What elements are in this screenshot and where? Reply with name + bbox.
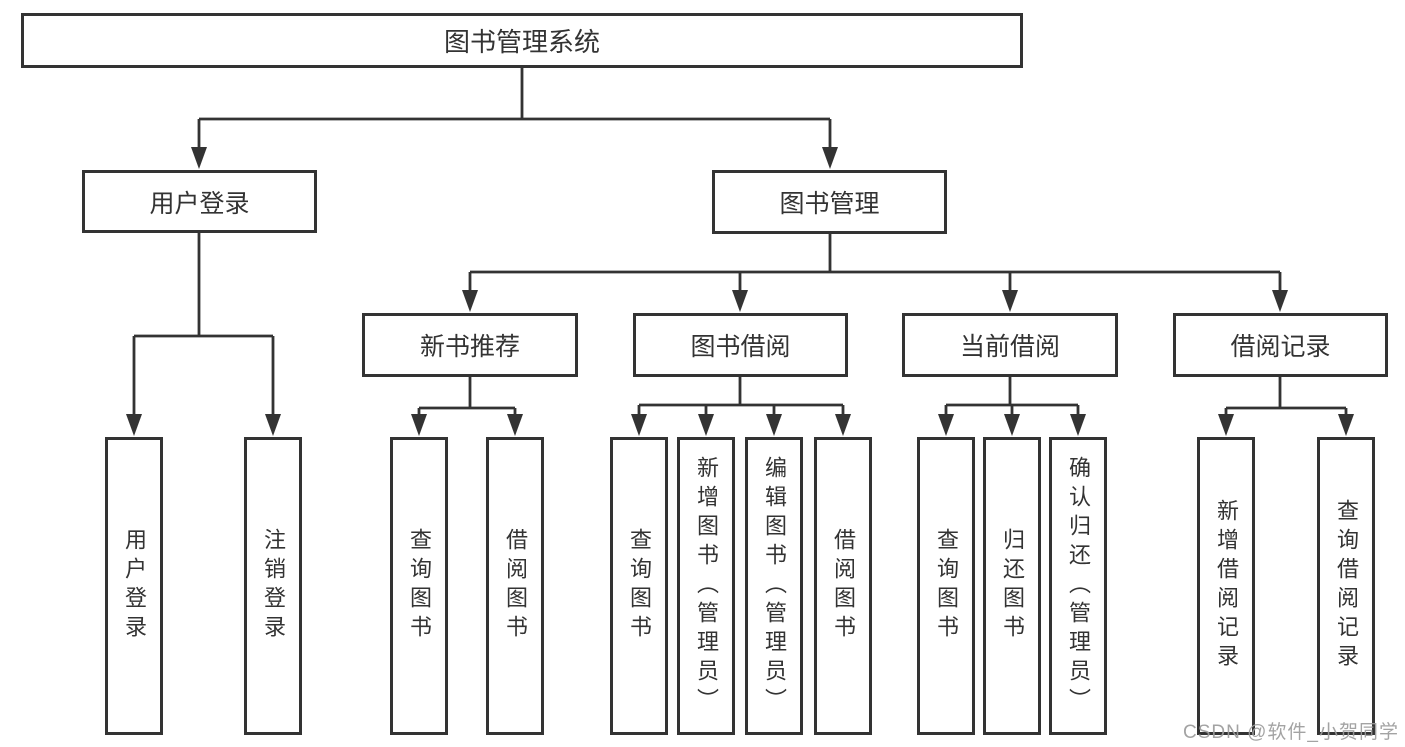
leaf-query-borrow-record: 查询借阅记录: [1317, 437, 1375, 735]
arrow-down-icon: [1218, 414, 1234, 436]
connector-book-management-children: [462, 234, 1288, 312]
node-label: 用户登录: [149, 189, 250, 218]
arrow-down-icon: [1338, 414, 1354, 436]
arrow-down-icon: [698, 414, 714, 436]
node-library-management-system: 图书管理系统: [21, 13, 1023, 68]
arrow-down-icon: [1004, 414, 1020, 436]
connector-user-login-children: [126, 233, 281, 436]
node-label: 用户登录: [122, 528, 147, 644]
node-label: 图书管理: [779, 190, 880, 218]
node-label: 图书管理系统: [443, 27, 600, 57]
node-label: 借阅记录: [1230, 333, 1331, 361]
arrow-down-icon: [1002, 290, 1018, 312]
node-book-management: 图书管理: [712, 170, 947, 234]
node-label: 确认归还（管理员）: [1066, 455, 1091, 717]
node-label: 编辑图书（管理员）: [762, 455, 787, 717]
arrow-down-icon: [766, 414, 782, 436]
node-label: 新增图书（管理员）: [694, 455, 719, 717]
node-current-borrowing: 当前借阅: [902, 313, 1118, 377]
leaf-query-books-current: 查询图书: [917, 437, 975, 735]
arrow-down-icon: [631, 414, 647, 436]
arrow-down-icon: [191, 147, 207, 169]
node-label: 归还图书: [1000, 528, 1025, 644]
arrow-down-icon: [938, 414, 954, 436]
node-label: 图书借阅: [690, 333, 791, 361]
leaf-return-books: 归还图书: [983, 437, 1041, 735]
connector-book-borrowing-children: [631, 377, 851, 436]
node-label: 借阅图书: [503, 528, 528, 644]
leaf-user-login: 用户登录: [105, 437, 163, 735]
connector-root-to-level2: [191, 68, 838, 169]
arrow-down-icon: [835, 414, 851, 436]
arrow-down-icon: [462, 290, 478, 312]
watermark: CSDN @软件_小贺同学: [1183, 722, 1399, 743]
leaf-confirm-return-admin: 确认归还（管理员）: [1049, 437, 1107, 735]
node-borrowing-records: 借阅记录: [1173, 313, 1388, 377]
node-label: 查询图书: [934, 528, 959, 644]
leaf-edit-books-admin: 编辑图书（管理员）: [745, 437, 803, 735]
arrow-down-icon: [822, 147, 838, 169]
connector-new-book-recommendation-children: [411, 377, 523, 436]
node-label: 新增借阅记录: [1214, 499, 1239, 673]
leaf-add-borrow-record: 新增借阅记录: [1197, 437, 1255, 735]
connector-current-borrowing-children: [938, 377, 1086, 436]
connector-borrowing-records-children: [1218, 377, 1354, 436]
arrow-down-icon: [1272, 290, 1288, 312]
arrow-down-icon: [265, 414, 281, 436]
node-label: 新书推荐: [419, 333, 520, 361]
arrow-down-icon: [507, 414, 523, 436]
leaf-borrow-books-recommend: 借阅图书: [486, 437, 544, 735]
node-label: 注销登录: [261, 528, 286, 644]
node-label: 查询图书: [407, 528, 432, 644]
arrow-down-icon: [411, 414, 427, 436]
leaf-logout: 注销登录: [244, 437, 302, 735]
node-label: 借阅图书: [831, 528, 856, 644]
leaf-borrow-books: 借阅图书: [814, 437, 872, 735]
leaf-query-books-borrow: 查询图书: [610, 437, 668, 735]
node-user-login: 用户登录: [82, 170, 317, 233]
node-label: 查询借阅记录: [1334, 499, 1359, 673]
node-label: 查询图书: [627, 528, 652, 644]
leaf-query-books-recommend: 查询图书: [390, 437, 448, 735]
node-new-book-recommendation: 新书推荐: [362, 313, 578, 377]
arrow-down-icon: [1070, 414, 1086, 436]
leaf-add-books-admin: 新增图书（管理员）: [677, 437, 735, 735]
arrow-down-icon: [126, 414, 142, 436]
arrow-down-icon: [732, 290, 748, 312]
node-label: 当前借阅: [959, 333, 1060, 361]
node-book-borrowing: 图书借阅: [633, 313, 848, 377]
